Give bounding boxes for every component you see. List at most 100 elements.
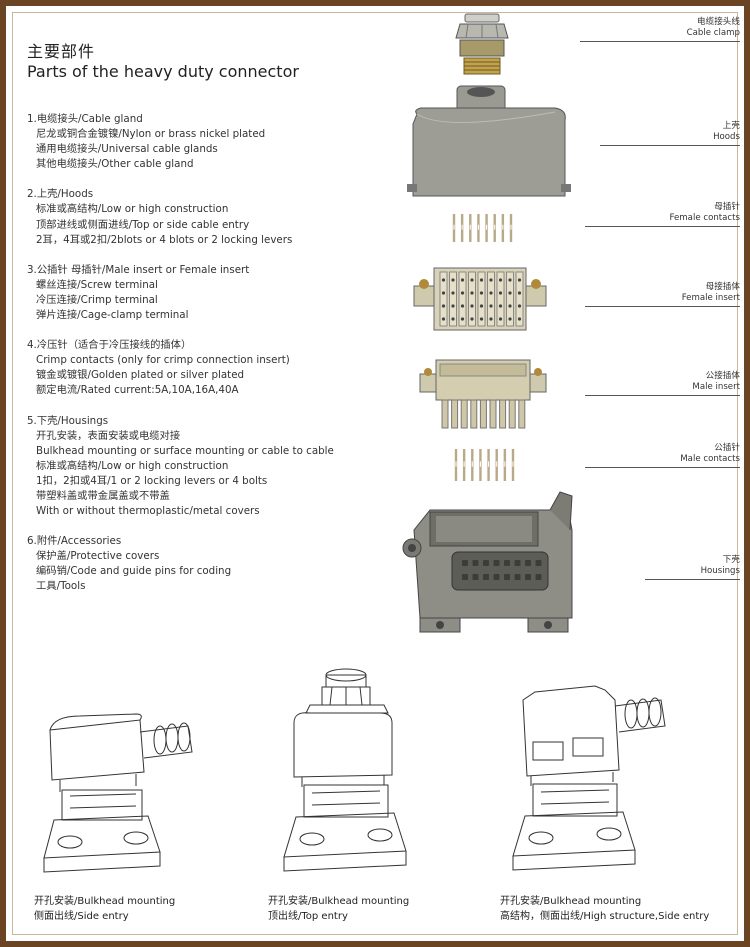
list-item: 标准或高结构/Low or high construction [36,459,229,472]
callout-label-cn: 电缆接头线 [697,17,740,27]
callout-line [600,145,740,146]
insert-hole [441,317,446,321]
housing-image [402,491,573,633]
callout-housings: 下壳 Housings [560,555,740,580]
housing-coding-hole [493,574,500,580]
housing-coding-hole [462,574,468,580]
section-inserts: 3.公插针 母插针/Male insert or Female insert 螺… [27,263,367,323]
callout-line [585,395,740,396]
insert-hole [517,317,522,321]
housing-coding-hole [525,574,531,580]
housing-coding-hole [504,574,510,580]
callout-label-cn: 母接插体 [705,282,740,292]
insert-hole [517,304,522,308]
parts-list: 1.电缆接头/Cable gland 尼龙或铜合金镀镍/Nylon or bra… [27,112,367,610]
housing-coding-hole [483,574,489,580]
list-item: 冷压连接/Crimp terminal [36,293,158,306]
section-crimp-contacts: 4.冷压针（适合于冷压接线的插体） Crimp contacts (only f… [27,338,367,398]
list-item: 顶部进线或侧面进线/Top or side cable entry [36,218,250,231]
housing-coding-hole [472,574,479,580]
callout-label-cn: 公插针 [714,443,740,453]
insert-hole [498,304,503,308]
insert-column [515,271,524,327]
section-heading: 1.电缆接头/Cable gland [27,113,143,125]
caption-side-entry: 开孔安装/Bulkhead mounting 侧面出线/Side entry [34,895,175,924]
insert-hole [451,278,455,282]
insert-hole [479,317,484,321]
callout-line [645,579,740,580]
insert-hole [441,304,446,308]
callout-line [580,41,740,42]
list-item: 镀金或镀银/Golden plated or silver plated [36,369,245,382]
insert-column [451,399,459,429]
caption-top-entry: 开孔安装/Bulkhead mounting 顶出线/Top entry [268,895,409,924]
list-item: 带塑料盖或带金属盖或不带盖 [36,489,170,502]
insert-hole [489,317,493,321]
insert-hole [479,291,484,295]
list-item: 通用电缆接头/Universal cable glands [36,143,218,156]
callout-label-cn: 下壳 [722,555,740,565]
page-content [12,12,738,935]
insert-column [449,271,457,327]
caption-line: 顶出线/Top entry [268,910,348,922]
housing-coding-hole [514,574,521,580]
caption-line: 开孔安装/Bulkhead mounting [500,896,642,907]
insert-column [468,271,476,327]
callout-line [585,226,740,227]
insert-hole [498,278,503,282]
callout-female-insert: 母接插体 Female insert [560,282,740,307]
callout-label-en: Housings [700,566,740,576]
insert-hole [470,291,474,295]
housing-coding-hole [462,560,468,566]
insert-hole [470,278,474,282]
callout-label-en: Female insert [681,293,740,303]
insert-hole [441,291,446,295]
list-item: Bulkhead mounting or surface mounting or… [36,444,334,457]
section-hoods: 2.上壳/Hoods 标准或高结构/Low or high constructi… [27,187,367,247]
insert-hole [470,304,474,308]
insert-hole [508,317,512,321]
insert-hole [460,278,465,282]
insert-column [506,271,514,327]
list-item: 2耳，4耳或2扣/2blots or 4 blots or 2 locking … [36,233,293,246]
section-housings: 5.下壳/Housings 开孔安装，表面安装或电缆对接 Bulkhead mo… [27,414,367,520]
list-item: 弹片连接/Cage-clamp terminal [36,309,189,322]
insert-hole [460,291,465,295]
callout-line [585,467,740,468]
insert-column [518,399,526,429]
list-item: 开孔安装，表面安装或电缆对接 [36,429,181,442]
insert-column [479,399,487,429]
list-item: 螺丝连接/Screw terminal [36,278,158,291]
housing-coding-hole [472,560,479,566]
list-item: Crimp contacts (only for crimp connectio… [36,354,290,367]
callout-label-en: Female contacts [669,213,740,223]
insert-hole [460,317,465,321]
list-item: With or without thermoplastic/metal cove… [36,505,260,518]
callout-cable-clamp: 电缆接头线 Cable clamp [560,17,740,42]
insert-hole [441,278,446,282]
insert-column [477,271,486,327]
insert-column [439,271,448,327]
insert-hole [460,304,465,308]
insert-hole [479,304,484,308]
list-item: 标准或高结构/Low or high construction [36,203,229,216]
housing-coding-hole [525,560,531,566]
male-contacts-image [454,449,515,481]
insert-column [458,271,467,327]
housing-coding-hole [514,560,521,566]
list-item: 编码销/Code and guide pins for coding [36,565,232,578]
insert-hole [517,291,522,295]
housing-coding-hole [493,560,500,566]
list-item: 额定电流/Rated current:5A,10A,16A,40A [36,384,239,397]
list-item: 1扣，2扣或4耳/1 or 2 locking levers or 4 bolt… [36,474,268,487]
section-cable-gland: 1.电缆接头/Cable gland 尼龙或铜合金镀镍/Nylon or bra… [27,112,367,172]
list-item: 工具/Tools [36,580,86,593]
section-heading: 2.上壳/Hoods [27,188,94,201]
page-title-cn: 主要部件 [27,42,96,61]
callout-hoods: 上壳 Hoods [560,121,740,146]
callout-male-contacts: 公插针 Male contacts [560,443,740,468]
insert-hole [479,278,484,282]
insert-hole [489,304,493,308]
insert-hole [470,317,474,321]
insert-column [460,399,468,429]
